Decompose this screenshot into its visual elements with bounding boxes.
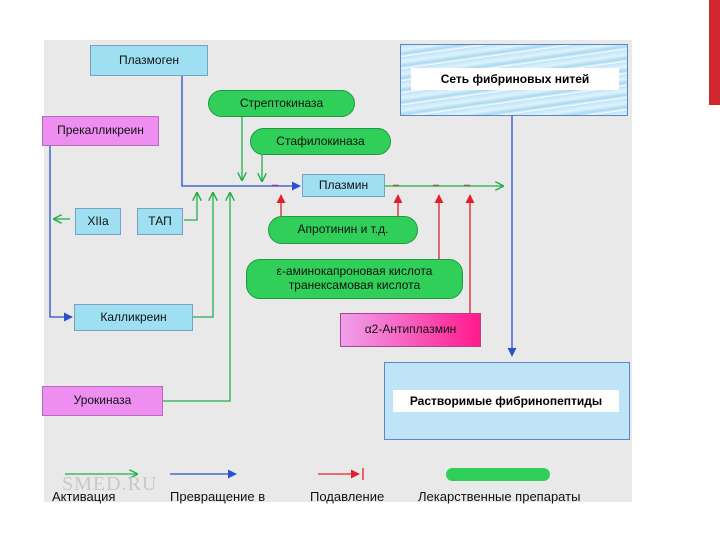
plasmin-label: Плазмин bbox=[318, 177, 369, 192]
staphylokinase-label: Стафилокиназа bbox=[276, 133, 365, 148]
aminocaproic-label-line2: транексамовая кислота bbox=[288, 278, 421, 292]
fibrin-network-box: Сеть фибриновых нитей bbox=[400, 44, 628, 116]
slide-accent-bar bbox=[709, 0, 720, 105]
watermark-logo: SMED.RU bbox=[62, 473, 158, 495]
streptokinase-pill: Стрептокиназа bbox=[208, 90, 355, 117]
plasmogen-label: Плазмоген bbox=[118, 52, 179, 67]
inhibit-mark-1: – bbox=[272, 179, 279, 191]
inhibit-mark-2: – bbox=[393, 179, 400, 191]
legend-drugs-sample bbox=[446, 468, 550, 481]
urokinase-label: Урокиназа bbox=[73, 393, 132, 408]
antiplasmin-box: α2-Антиплазмин bbox=[340, 313, 481, 347]
aminocaproic-label-line1: ε-аминокапроновая кислота bbox=[276, 264, 433, 279]
tap-activation-line bbox=[184, 193, 197, 221]
kallikrein-box: Калликреин bbox=[74, 304, 193, 331]
streptokinase-label: Стрептокиназа bbox=[239, 95, 324, 110]
xiia-label: XIIa bbox=[87, 213, 109, 228]
inhibit-mark-3: – bbox=[433, 179, 440, 191]
kallikrein-label: Калликреин bbox=[100, 309, 167, 324]
aprotinin-pill: Апротинин и т.д. bbox=[268, 216, 418, 244]
urokinase-box: Урокиназа bbox=[42, 386, 163, 416]
inhibit-mark-4: – bbox=[464, 179, 471, 191]
fibrin-network-label: Сеть фибриновых нитей bbox=[411, 68, 619, 90]
prekallikrein-to-kallikrein-line bbox=[49, 146, 73, 322]
plasmogen-to-plasmin-line bbox=[181, 76, 301, 191]
staphylokinase-pill: Стафилокиназа bbox=[250, 128, 391, 155]
plasmogen-box: Плазмоген bbox=[90, 45, 208, 76]
antiplasmin-label: α2-Антиплазмин bbox=[364, 322, 457, 337]
legend-activation-label: Активация bbox=[52, 489, 116, 504]
kallikrein-activation-line bbox=[193, 193, 213, 318]
aminocaproic-pill: ε-аминокапроновая кислота транексамовая … bbox=[246, 259, 463, 299]
tap-label: ТАП bbox=[148, 213, 172, 228]
urokinase-activation-line bbox=[163, 193, 230, 402]
legend-drugs-label: Лекарственные препараты bbox=[418, 489, 581, 504]
xiia-box: XIIa bbox=[75, 208, 121, 235]
prekallikrein-box: Прекалликреин bbox=[42, 116, 159, 146]
aprotinin-label: Апротинин и т.д. bbox=[297, 222, 389, 237]
plasmin-box: Плазмин bbox=[302, 174, 385, 197]
legend-inhibition-label: Подавление bbox=[310, 489, 385, 504]
legend-conversion-label: Превращение в bbox=[170, 489, 266, 504]
tap-box: ТАП bbox=[137, 208, 183, 235]
soluble-peptides-label: Растворимые фибринопептиды bbox=[393, 390, 619, 412]
legend-inhibition-sample bbox=[318, 468, 364, 480]
soluble-peptides-box: Растворимые фибринопептиды bbox=[384, 362, 630, 440]
prekallikrein-label: Прекалликреин bbox=[57, 123, 144, 138]
